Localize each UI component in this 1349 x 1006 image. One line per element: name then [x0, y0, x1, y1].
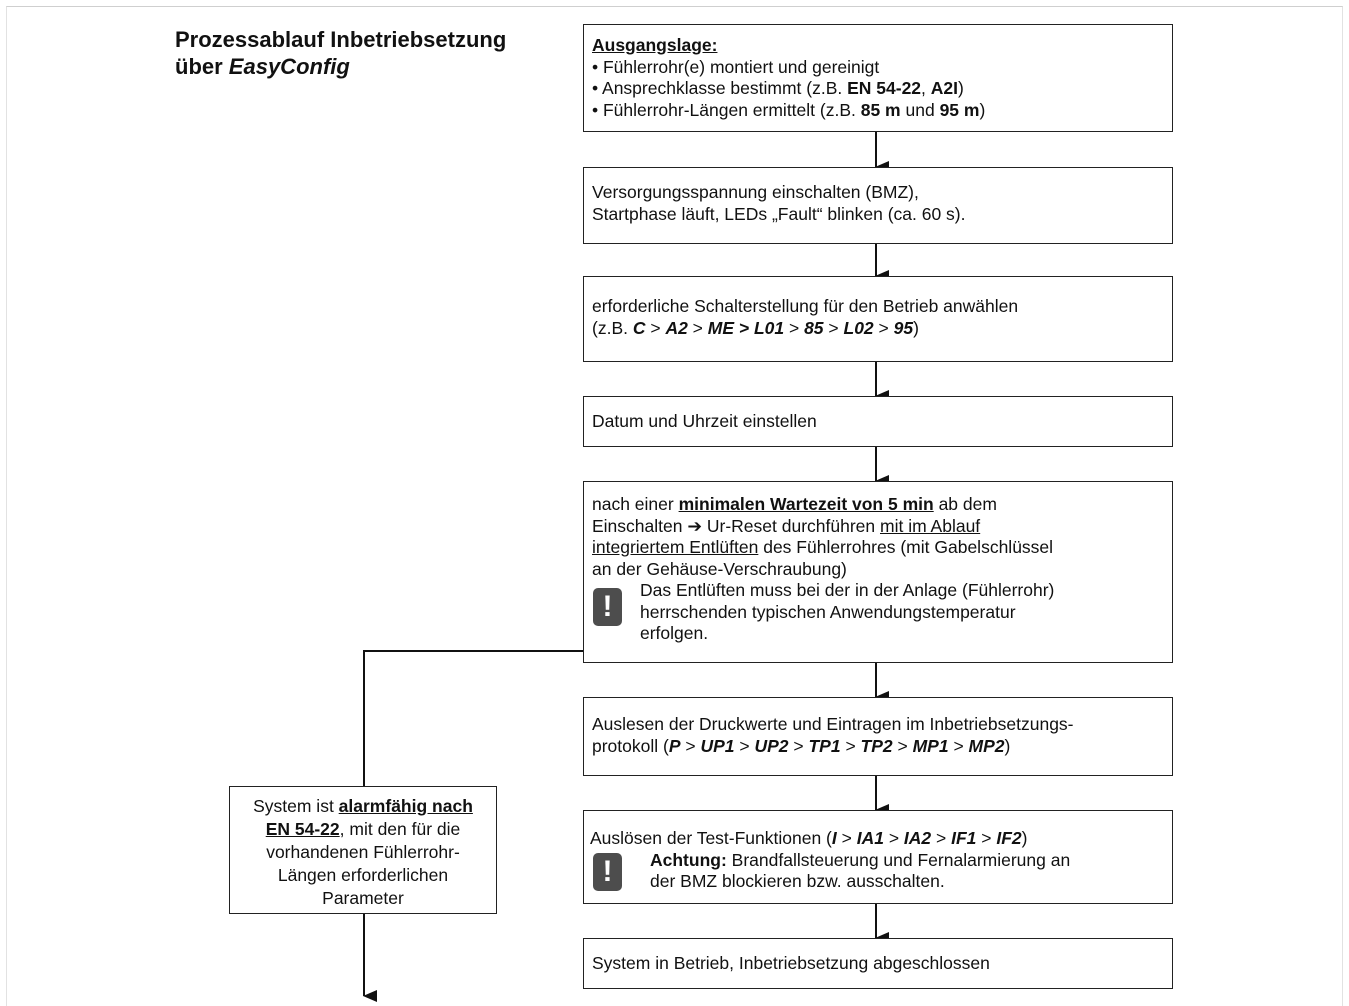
box2-line2: Startphase läuft, LEDs „Fault“ blinken (…: [592, 203, 966, 224]
box-in-betrieb: System in Betrieb, Inbetriebsetzung abge…: [583, 938, 1173, 989]
box3-line1: erforderliche Schalterstellung für den B…: [592, 296, 1019, 316]
side-line2: EN 54-22, mit den für die: [265, 819, 461, 839]
box-datum: Datum und Uhrzeit einstellen: [583, 396, 1173, 447]
box6-line1: Auslesen der Druckwerte und Eintragen im…: [592, 714, 1074, 734]
warning-icon: !: [593, 853, 622, 891]
page-frame: [6, 6, 1343, 1006]
warning-icon: !: [593, 588, 622, 626]
title-line1: Prozessablauf Inbetriebsetzung: [175, 27, 507, 52]
box7-line1: Auslösen der Test-Funktionen (I > IA1 > …: [590, 828, 1028, 848]
box5-line2: Einschalten ➔ Ur-Reset durchführen mit i…: [592, 515, 981, 536]
box5-line4: an der Gehäuse-Verschraubung): [592, 558, 847, 579]
box-alarmfaehig: System ist alarmfähig nach EN 54-22, mit…: [229, 786, 497, 914]
side-line1: System ist alarmfähig nach: [253, 796, 473, 816]
box-ausgangslage: Ausgangslage: • Fühlerrohr(e) montiert u…: [583, 24, 1173, 132]
box-schalterstellung: erforderliche Schalterstellung für den B…: [583, 276, 1173, 362]
box1-line1: • Fühlerrohr(e) montiert und gereinigt: [592, 56, 880, 77]
box8-line1: System in Betrieb, Inbetriebsetzung abge…: [592, 953, 990, 973]
box5-line3: integriertem Entlüften des Fühlerrohres …: [592, 537, 1054, 557]
box1-heading: Ausgangslage:: [592, 35, 718, 55]
box1-line2: • Ansprechklasse bestimmt (z.B. EN 54-22…: [592, 78, 964, 98]
box4-line1: Datum und Uhrzeit einstellen: [592, 411, 817, 431]
box1-line3: • Fühlerrohr-Längen ermittelt (z.B. 85 m…: [592, 99, 986, 120]
side-line5: Parameter: [322, 888, 404, 908]
box3-line2: (z.B. C > A2 > ME > L01 > 85 > L02 > 95): [592, 317, 919, 338]
box2-line1: Versorgungsspannung einschalten (BMZ),: [592, 182, 919, 202]
side-line4: Längen erforderlichen: [277, 865, 449, 885]
side-line3: vorhandenen Fühlerrohr-: [266, 842, 460, 862]
box5-warning-text: Das Entlüften muss bei der in der Anlage…: [640, 580, 1055, 643]
box-ur-reset: nach einer minimalen Wartezeit von 5 min…: [583, 481, 1173, 663]
branch-connector: [363, 650, 583, 786]
box-druckwerte: Auslesen der Druckwerte und Eintragen im…: [583, 697, 1173, 776]
box-test-funktionen: Auslösen der Test-Funktionen (I > IA1 > …: [583, 810, 1173, 904]
box7-warning-text: Achtung: Brandfallsteuerung und Fernalar…: [650, 849, 1071, 892]
box6-line2: protokoll (P > UP1 > UP2 > TP1 > TP2 > M…: [592, 735, 1011, 756]
page-title: Prozessablauf Inbetriebsetzung über Easy…: [175, 26, 506, 80]
box-versorgung: Versorgungsspannung einschalten (BMZ), S…: [583, 167, 1173, 244]
title-line2: über EasyConfig: [175, 54, 350, 79]
box5-line1: nach einer minimalen Wartezeit von 5 min…: [592, 494, 997, 514]
